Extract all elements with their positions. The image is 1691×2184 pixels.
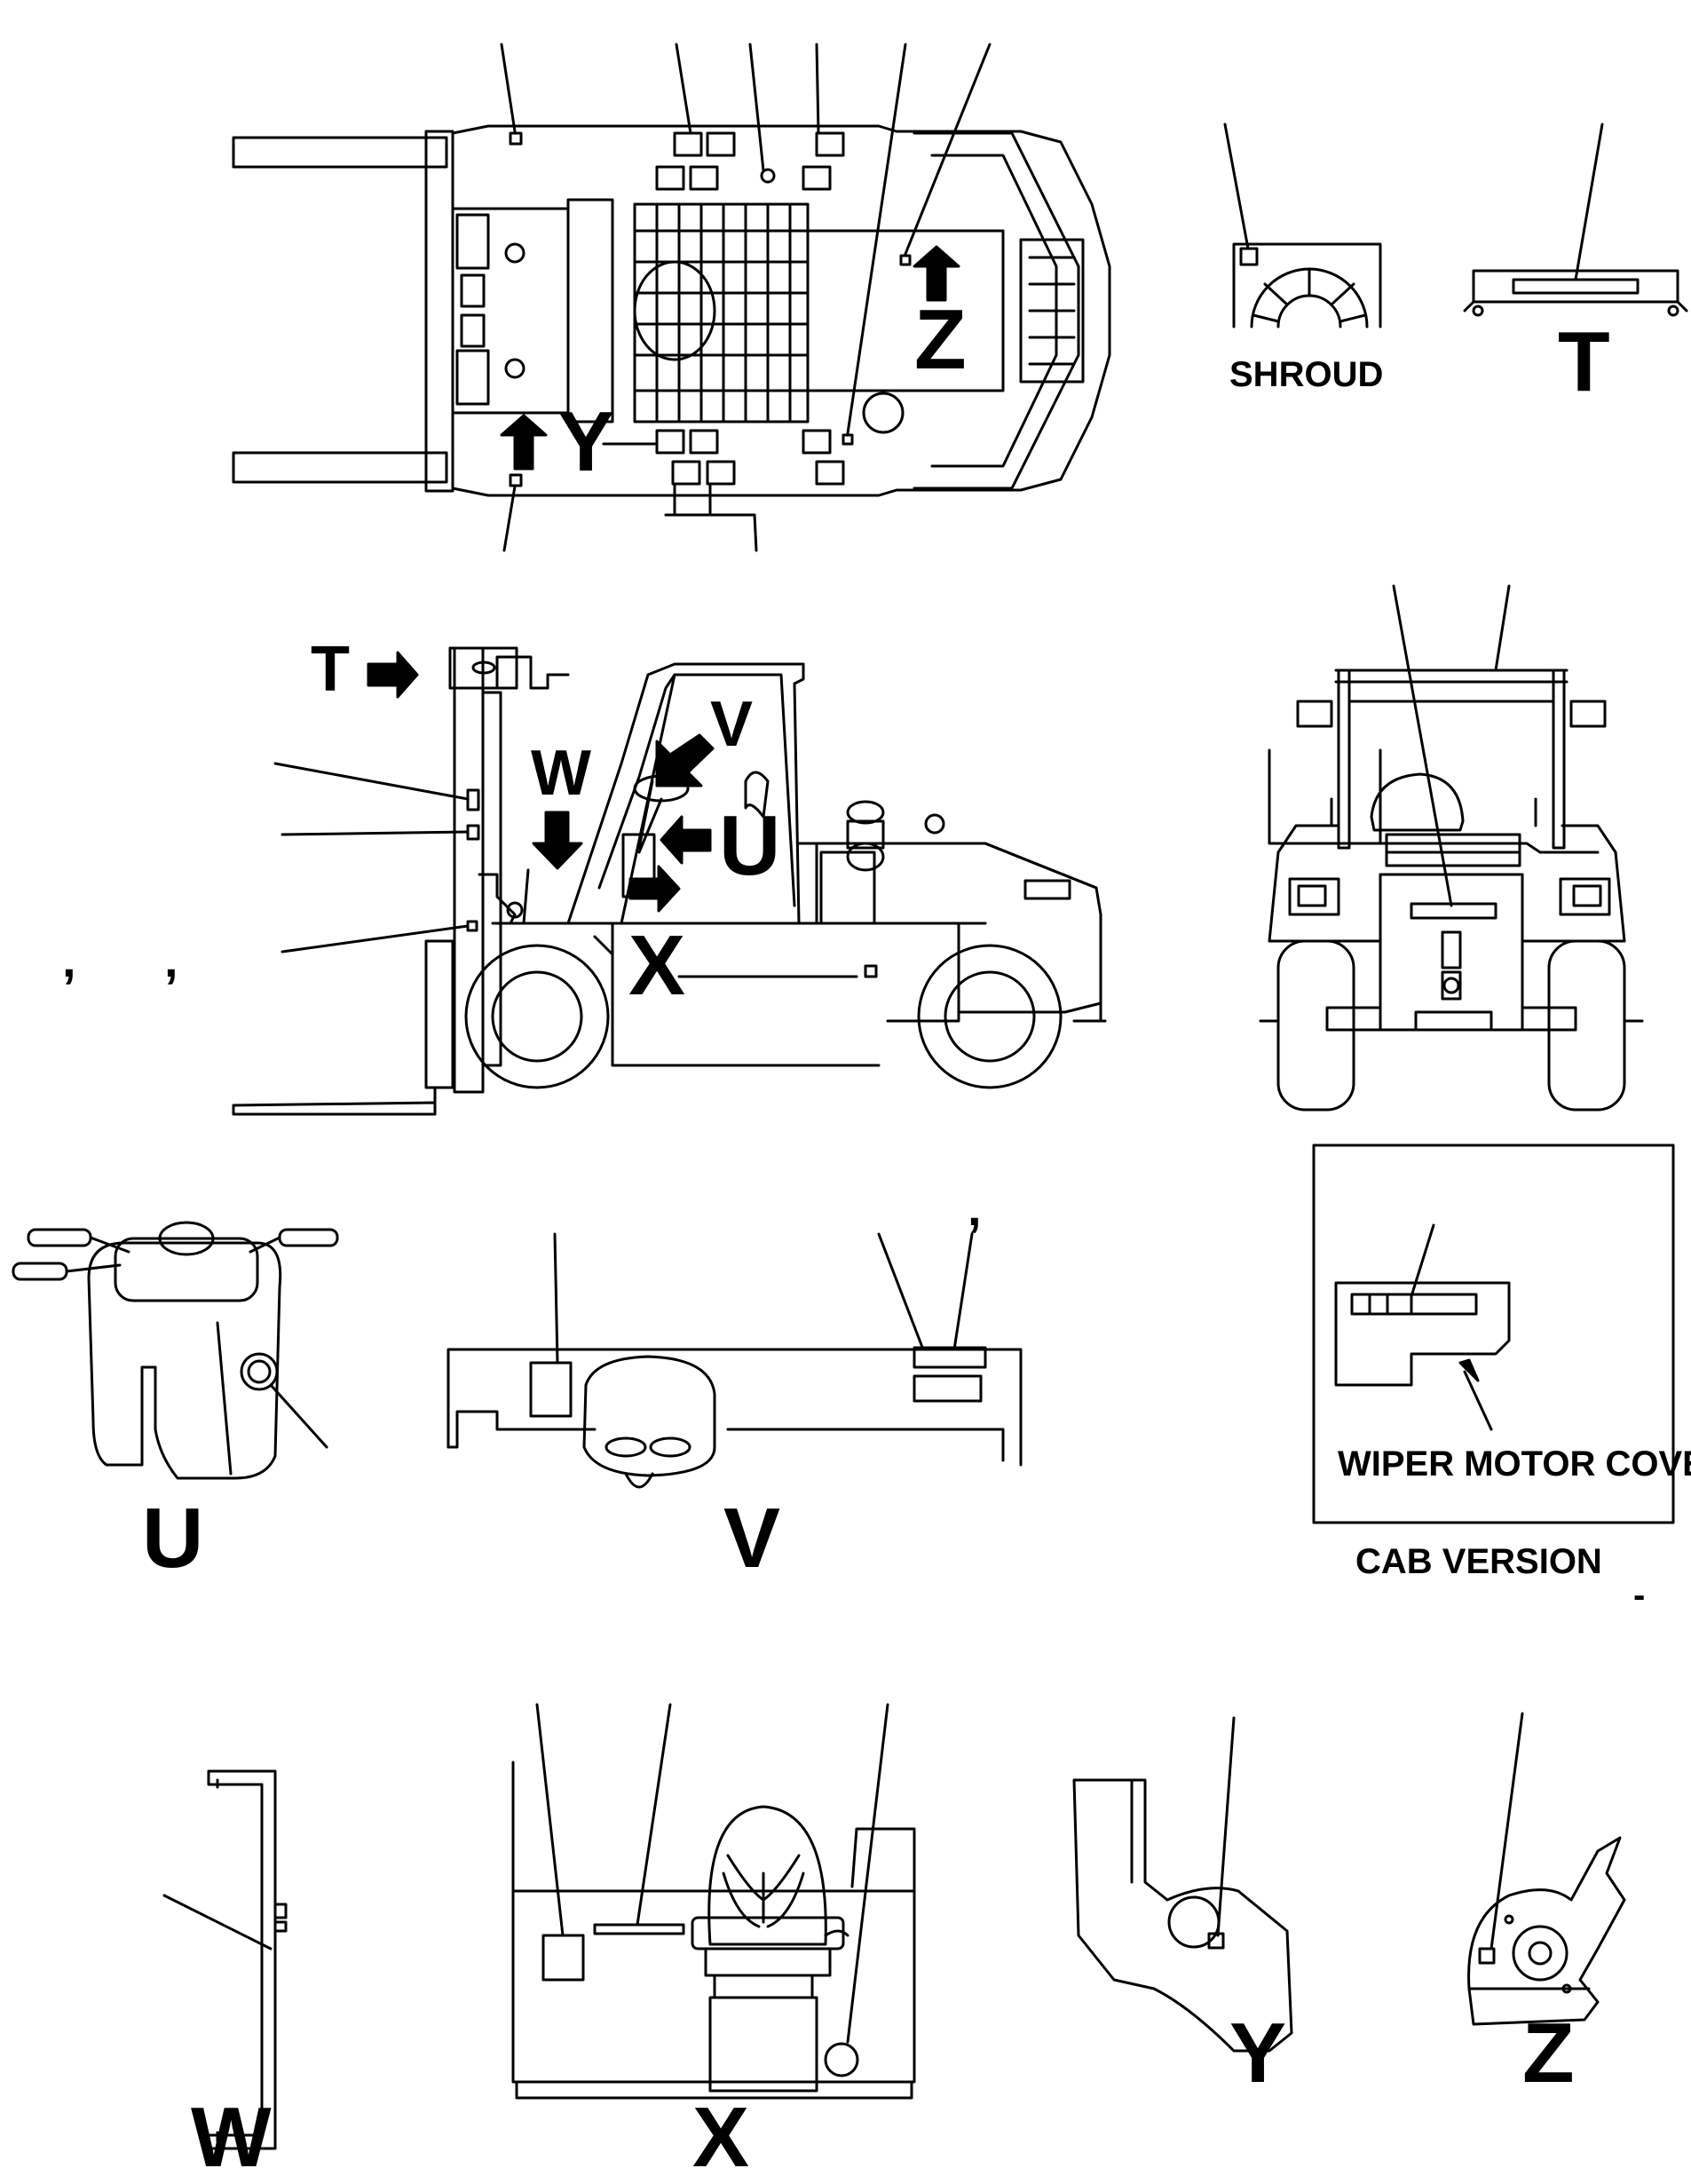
top-view-forklift [232, 43, 1111, 552]
arrow-w-icon [532, 811, 583, 870]
shroud-caption: SHROUD [1229, 355, 1383, 394]
shroud-detail [1223, 123, 1382, 328]
side-view-label-u: U [719, 798, 780, 893]
detail-label-y: Y [1229, 2006, 1286, 2101]
side-view-label-x: X [628, 918, 685, 1013]
detail-label-z: Z [1522, 2006, 1575, 2101]
side-view-forklift [232, 646, 1107, 1116]
t-detail-label: T [1558, 314, 1610, 409]
x-detail-seat [511, 1703, 916, 2100]
arrow-y-icon [500, 414, 548, 471]
rear-view-forklift [1259, 584, 1644, 1112]
detail-label-x: X [692, 2090, 749, 2184]
tick-mark-c: , [968, 1180, 982, 1236]
top-view-label-y: Y [557, 394, 614, 489]
arrow-v-icon [655, 733, 715, 787]
detail-label-w: W [191, 2090, 272, 2184]
y-detail-frame [1072, 1716, 1293, 2053]
tick-mark-a: , [62, 931, 76, 987]
u-detail-steering [12, 1221, 339, 1480]
wiper-motor-cover-caption: WIPER MOTOR COVER [1338, 1444, 1691, 1484]
cab-version-caption: CAB VERSION [1355, 1542, 1602, 1581]
arrow-x-icon [628, 865, 681, 913]
side-view-label-t: T [311, 634, 350, 705]
v-detail-dashboard [446, 1232, 1023, 1489]
dash-mark: - [1633, 1576, 1645, 1615]
w-detail-bracket [162, 1769, 288, 2150]
top-view-label-z: Z [914, 292, 967, 387]
side-view-label-w: W [531, 738, 591, 809]
arrow-u-icon [660, 815, 712, 865]
arrow-z-icon [913, 245, 960, 302]
tick-mark-b: , [164, 931, 178, 987]
detail-label-v: V [723, 1491, 780, 1586]
side-view-label-v: V [710, 689, 753, 760]
arrow-t-icon [367, 651, 419, 699]
cab-version-box [1312, 1143, 1675, 1524]
t-detail [1463, 123, 1688, 317]
detail-label-u: U [142, 1491, 203, 1586]
z-detail-plate [1467, 1712, 1626, 2026]
